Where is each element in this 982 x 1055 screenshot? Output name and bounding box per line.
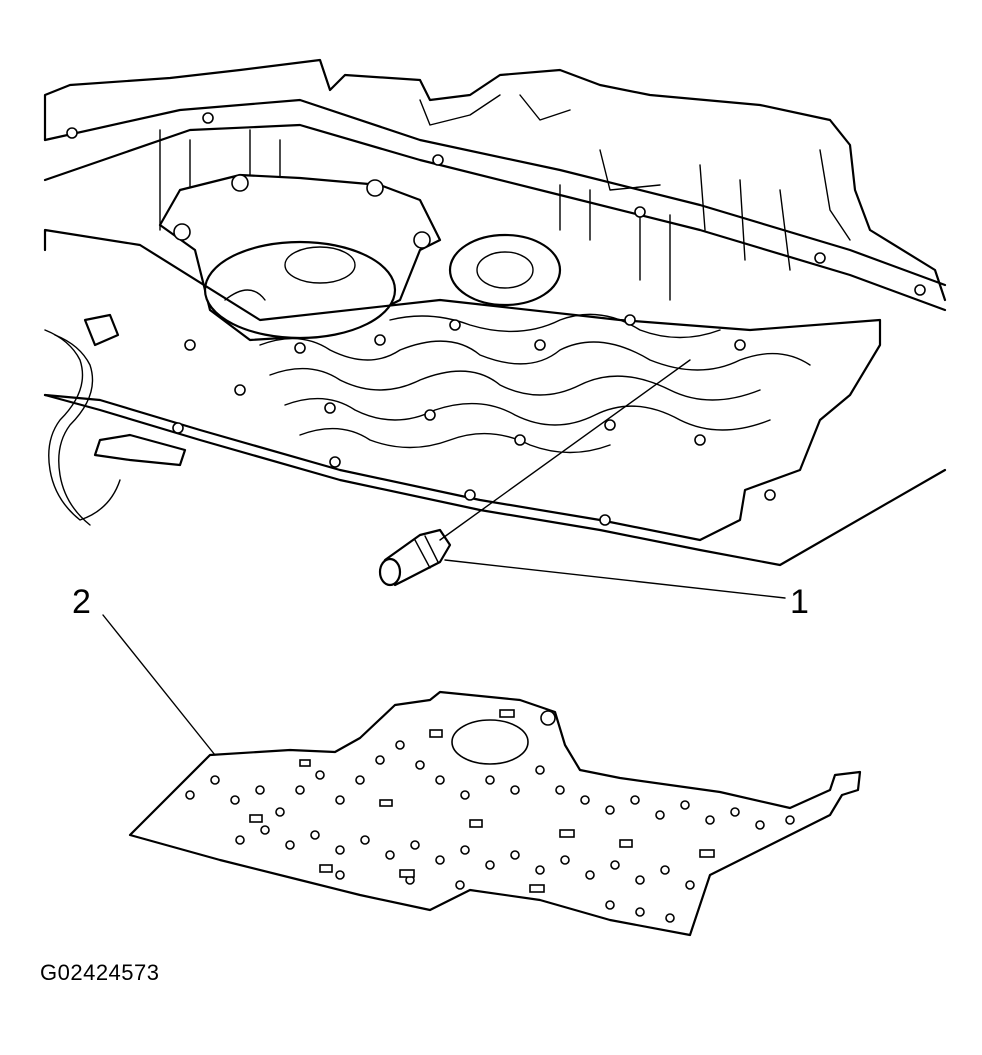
spacer-plate — [128, 690, 862, 937]
accumulator-housing — [158, 173, 442, 342]
leader-line-2 — [102, 614, 216, 756]
filter — [378, 359, 691, 587]
transmission-case — [43, 58, 947, 312]
callout-label-2: 2 — [72, 583, 91, 621]
wiring-harness — [44, 313, 187, 526]
leader-line-1 — [444, 559, 786, 599]
callout-label-1: 1 — [790, 583, 809, 621]
figure-id: G02424573 — [40, 960, 160, 985]
valve-body-channels — [43, 228, 947, 567]
